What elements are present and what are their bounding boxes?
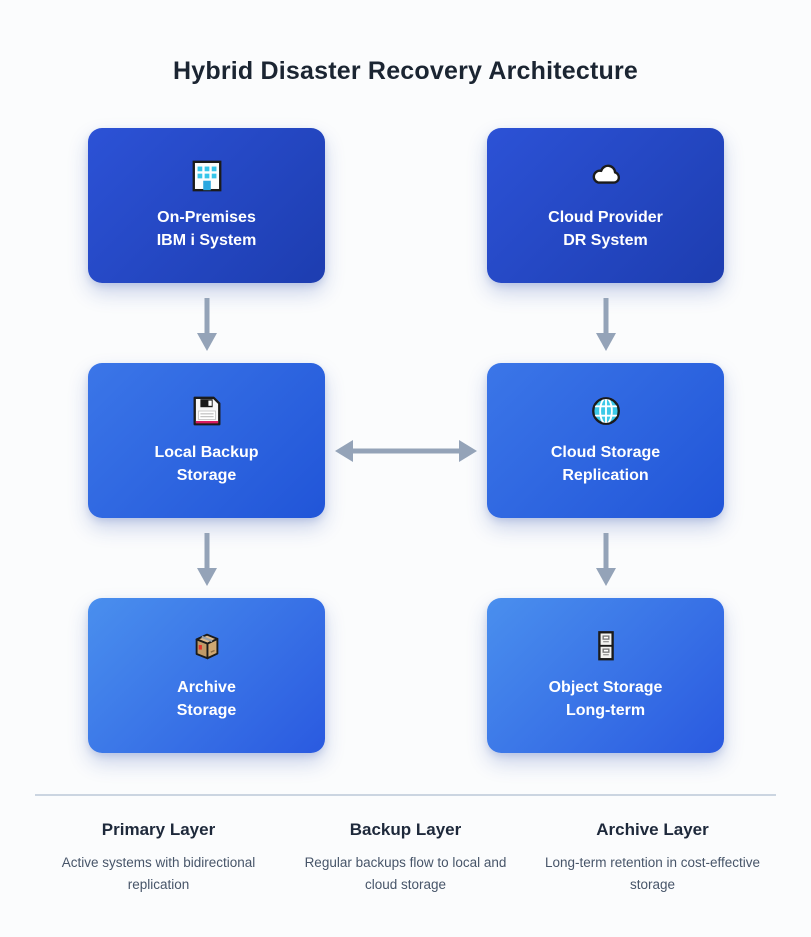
floppy-disk-icon (190, 394, 224, 428)
node-label-line1: On-Premises (157, 209, 256, 227)
node-label: Object Storage Long-term (549, 677, 663, 722)
node-on-premises: On-Premises IBM i System (88, 128, 325, 283)
legend-description: Long-term retention in cost-effective st… (544, 855, 761, 893)
arrow-down-cloudprovider-to-cloudstorage-icon (595, 298, 617, 351)
node-label: Cloud Provider DR System (548, 207, 663, 252)
page-title: Hybrid Disaster Recovery Architecture (173, 57, 638, 85)
node-archive-storage: Archive Storage (88, 598, 325, 753)
node-cloud-storage: Cloud Storage Replication (487, 363, 724, 518)
arrow-down-onpremises-to-localbackup-icon (196, 298, 218, 351)
node-label: On-Premises IBM i System (157, 207, 257, 252)
node-object-storage: Object Storage Long-term (487, 598, 724, 753)
node-cloud-provider: Cloud Provider DR System (487, 128, 724, 283)
node-label-line1: Object Storage (548, 679, 663, 697)
legend-heading: Archive Layer (596, 820, 709, 839)
node-local-backup: Local Backup Storage (88, 363, 325, 518)
legend-heading: Primary Layer (101, 820, 216, 839)
legend-divider (35, 794, 776, 796)
legend-description: Regular backups flow to local and cloud … (304, 855, 507, 893)
arrow-down-cloudstorage-to-objectstorage-icon (595, 533, 617, 586)
legend-description: Active systems with bidirectional replic… (61, 855, 256, 893)
node-label-line1: Cloud Storage (550, 444, 661, 462)
node-label: Local Backup Storage (154, 442, 258, 487)
arrow-bidirectional-localbackup-cloudstorage-icon (335, 438, 477, 464)
legend-primary-layer: Primary Layer Active systems with bidire… (35, 820, 282, 897)
file-cabinet-icon (589, 629, 623, 663)
legend-archive-layer: Archive Layer Long-term retention in cos… (529, 820, 776, 897)
office-building-icon (190, 159, 224, 193)
legend-backup-layer: Backup Layer Regular backups flow to loc… (282, 820, 529, 897)
node-label-line2: Storage (176, 466, 237, 484)
node-label-line1: Local Backup (154, 444, 259, 462)
node-label-line1: Cloud Provider (548, 209, 663, 227)
legend: Primary Layer Active systems with bidire… (35, 820, 776, 897)
node-label: Cloud Storage Replication (551, 442, 660, 487)
node-label-line2: IBM i System (156, 231, 257, 249)
legend-heading: Backup Layer (349, 820, 462, 839)
node-label-line2: DR System (563, 231, 648, 249)
cloud-icon (589, 159, 623, 193)
arrow-down-localbackup-to-archive-icon (196, 533, 218, 586)
node-label-line2: Replication (562, 466, 649, 484)
node-label-line2: Long-term (565, 701, 646, 719)
globe-icon (589, 394, 623, 428)
node-label-line1: Archive (177, 679, 236, 697)
node-label-line2: Storage (176, 701, 237, 719)
package-icon (190, 629, 224, 663)
node-label: Archive Storage (177, 677, 237, 722)
